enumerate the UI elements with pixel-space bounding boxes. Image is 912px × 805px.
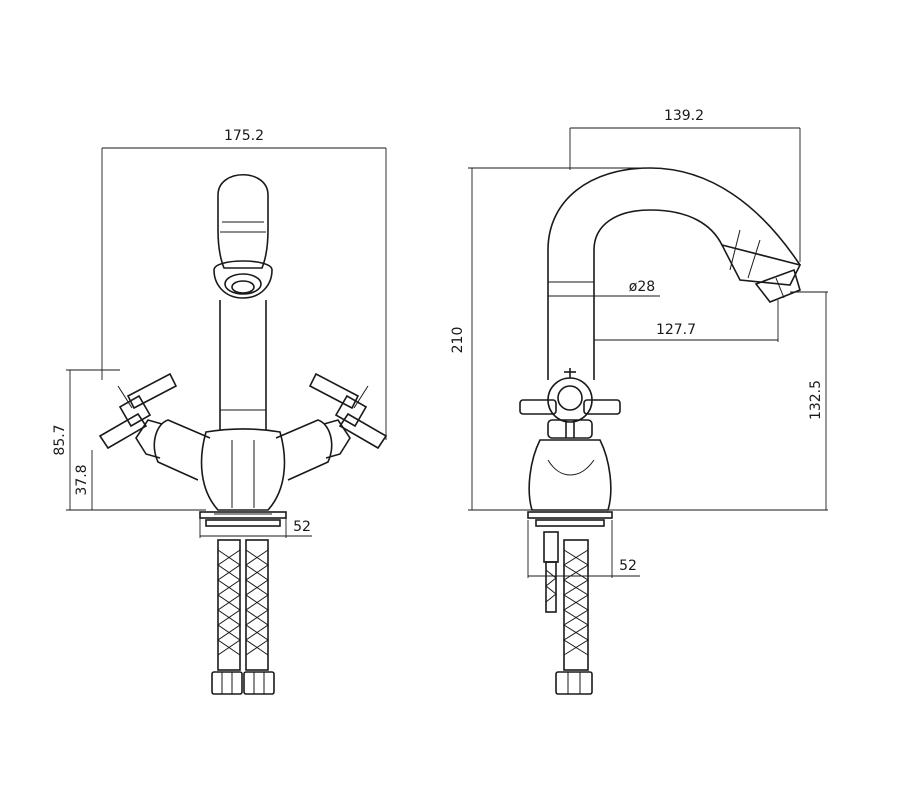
side-aerator [754,268,801,303]
front-view: 175.2 85.7 37.8 52 [52,128,388,695]
side-hose [563,539,589,671]
front-base-label: 52 [293,519,311,535]
front-right-handle [275,372,388,481]
side-base-label: 52 [619,558,637,574]
front-dimensions [66,147,387,538]
front-aerator [213,260,273,299]
side-view: 139.2 210 ø28 127.7 132.5 52 [450,108,828,695]
front-left-handle [98,372,211,481]
side-spout-inner [593,209,723,380]
front-body-height-label: 37.8 [74,464,90,495]
side-diameter-label: ø28 [629,279,655,295]
side-spout-outer [547,167,801,380]
front-width-label: 175.2 [224,128,264,144]
side-height-label: 210 [450,327,466,354]
front-base-plate [199,511,287,519]
side-handle [519,368,621,439]
side-base-plate [527,511,613,519]
side-dimensions [468,127,828,578]
side-spout-head [720,243,802,286]
front-body [200,428,286,511]
side-outlet-height-label: 132.5 [808,380,824,420]
front-handle-height-label: 85.7 [52,424,68,455]
side-reach-label: 139.2 [664,108,704,124]
side-spout-reach-label: 127.7 [656,322,696,338]
side-nut [555,671,593,695]
front-hoses [211,539,275,695]
front-spout-head [217,174,269,269]
